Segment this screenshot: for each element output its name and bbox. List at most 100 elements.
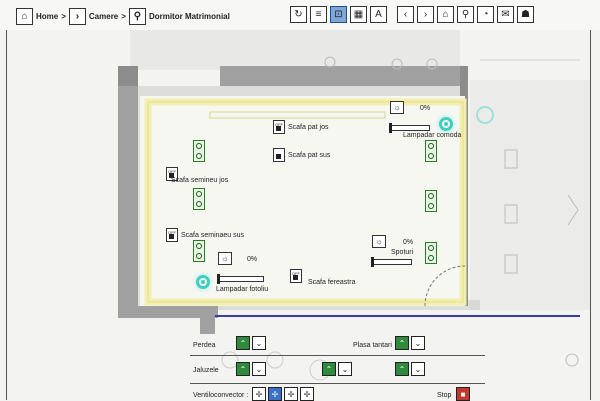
lampadar-comoda-value: 0%	[420, 105, 431, 112]
open-icon[interactable]: ⌃	[395, 336, 409, 350]
close-icon[interactable]: ⌄	[338, 362, 352, 376]
mail-icon[interactable]: ✉	[497, 6, 514, 23]
fan-icon[interactable]: ✢	[284, 387, 298, 401]
list-icon[interactable]: ≡	[310, 6, 327, 23]
left-border	[6, 0, 7, 400]
switch-icon: OFF	[273, 120, 285, 134]
scafa-fereastra-label: Scafa fereastra	[308, 279, 356, 286]
close-icon[interactable]: ⌄	[252, 362, 266, 376]
breadcrumb: ⌂ Home > › Camere > ⚲ Dormitor Matrimoni…	[16, 8, 230, 25]
blind-control[interactable]	[193, 240, 205, 262]
people-icon[interactable]: ☗	[517, 6, 534, 23]
scafa-pat-jos-label: Scafa pat jos	[288, 123, 329, 131]
scafa-pat-sus-device[interactable]: Scafa pat sus	[273, 148, 330, 162]
spoturi-slider[interactable]	[371, 257, 412, 267]
faint-symbol	[221, 351, 239, 369]
divider	[190, 383, 485, 384]
scafa-semineu-jos-label: Scafa semineu jos	[171, 177, 229, 184]
blind-control[interactable]	[425, 242, 437, 264]
scafa-pat-sus-label: Scafa pat sus	[288, 151, 331, 159]
faint-symbol	[504, 204, 518, 224]
dimmer-icon[interactable]: ☼	[390, 101, 404, 114]
close-icon[interactable]: ⌄	[252, 336, 266, 350]
breadcrumb-separator: >	[121, 12, 126, 21]
hallway-area	[130, 30, 460, 70]
close-icon[interactable]: ⌄	[411, 362, 425, 376]
jaluzele-middle-controls: ⌃ ⌄	[322, 362, 352, 376]
lampadar-comoda-light-icon[interactable]	[439, 117, 453, 131]
spoturi-label: Spoturi	[391, 249, 414, 256]
floorplan-icon[interactable]: ⊡	[330, 6, 347, 23]
lampadar-comoda-slider[interactable]	[389, 123, 430, 133]
forward-icon[interactable]: ›	[417, 6, 434, 23]
lampadar-fotoliu-light-icon[interactable]	[196, 275, 210, 289]
switch-icon: OFF	[290, 269, 302, 283]
faint-symbol	[504, 149, 518, 169]
breadcrumb-camere[interactable]: Camere	[88, 12, 119, 21]
dimmer-icon[interactable]: ☼	[372, 235, 386, 248]
text-icon[interactable]: A	[370, 6, 387, 23]
plasa-tantari-controls: ⌃ ⌄	[395, 336, 425, 350]
switch-icon: OFF	[166, 167, 178, 181]
wall-corner	[118, 66, 138, 86]
bed-cove	[209, 111, 386, 119]
open-icon[interactable]: ⌃	[236, 362, 250, 376]
breadcrumb-home[interactable]: Home	[36, 12, 59, 21]
breadcrumb-current: Dormitor Matrimonial	[148, 12, 230, 21]
search-icon[interactable]: ⚲	[457, 6, 474, 23]
refresh-icon[interactable]: ↻	[290, 6, 307, 23]
blind-control[interactable]	[425, 190, 437, 212]
scafa-semineu-jos-device[interactable]: OFF	[166, 167, 178, 181]
open-icon[interactable]: ⌃	[322, 362, 336, 376]
perdea-controls: ⌃ ⌄	[236, 336, 266, 350]
side-room-area	[470, 80, 590, 310]
arrow-icon[interactable]: ›	[68, 8, 86, 25]
dimmer-icon[interactable]: ☼	[218, 252, 232, 265]
jaluzele-right-controls: ⌃ ⌄	[395, 362, 425, 376]
breadcrumb-separator: >	[61, 12, 66, 21]
lampadar-fotoliu-value: 0%	[247, 256, 258, 263]
home-icon[interactable]: ⌂	[437, 6, 454, 23]
blind-control[interactable]	[193, 140, 205, 162]
fan-icon[interactable]: ✢	[252, 387, 266, 401]
blind-control[interactable]	[425, 140, 437, 162]
faint-symbol	[567, 194, 579, 226]
search-icon[interactable]: ⚲	[128, 8, 146, 25]
fan-icon[interactable]: ✢	[300, 387, 314, 401]
lampadar-fotoliu-slider[interactable]	[217, 274, 264, 284]
chart-icon[interactable]: ◔	[477, 6, 494, 23]
wall-bottom	[118, 306, 218, 318]
door-arc	[424, 265, 466, 307]
faint-symbol	[565, 353, 579, 367]
scafa-seminaeu-sus-device[interactable]: OFF Scafa seminaeu sus	[166, 228, 244, 242]
faint-symbol	[426, 58, 438, 70]
lampadar-fotoliu-label: Lampadar fotoliu	[216, 286, 269, 293]
ventiloconvector-controls: ✢ ✢ ✢ ✢	[252, 387, 314, 401]
switch-icon	[273, 148, 285, 162]
close-icon[interactable]: ⌄	[411, 336, 425, 350]
right-border	[590, 0, 591, 400]
toolbar: ↻ ≡ ⊡ ▦ A ‹ › ⌂ ⚲ ◔ ✉ ☗	[290, 6, 534, 23]
spoturi-value: 0%	[403, 239, 414, 246]
back-icon[interactable]: ‹	[397, 6, 414, 23]
fan-icon[interactable]: ✢	[268, 387, 282, 401]
faint-symbol	[266, 351, 284, 369]
faint-ring	[476, 106, 494, 124]
stop-controls: ■	[456, 387, 470, 401]
stop-icon[interactable]: ■	[456, 387, 470, 401]
blind-control[interactable]	[193, 188, 205, 210]
open-icon[interactable]: ⌃	[236, 336, 250, 350]
scafa-pat-jos-device[interactable]: OFF Scafa pat jos	[273, 120, 328, 134]
perdea-label: Perdea	[193, 342, 216, 349]
wall-top	[220, 66, 465, 86]
switch-icon: OFF	[166, 228, 178, 242]
scafa-fereastra-device[interactable]: OFF	[290, 269, 302, 283]
plasa-tantari-label: Plasa tantari	[353, 342, 392, 349]
faint-symbol	[391, 58, 403, 70]
home-icon[interactable]: ⌂	[16, 8, 33, 25]
jaluzele-label: Jaluzele	[193, 367, 219, 374]
open-icon[interactable]: ⌃	[395, 362, 409, 376]
grid-icon[interactable]: ▦	[350, 6, 367, 23]
faint-symbol	[324, 56, 336, 68]
